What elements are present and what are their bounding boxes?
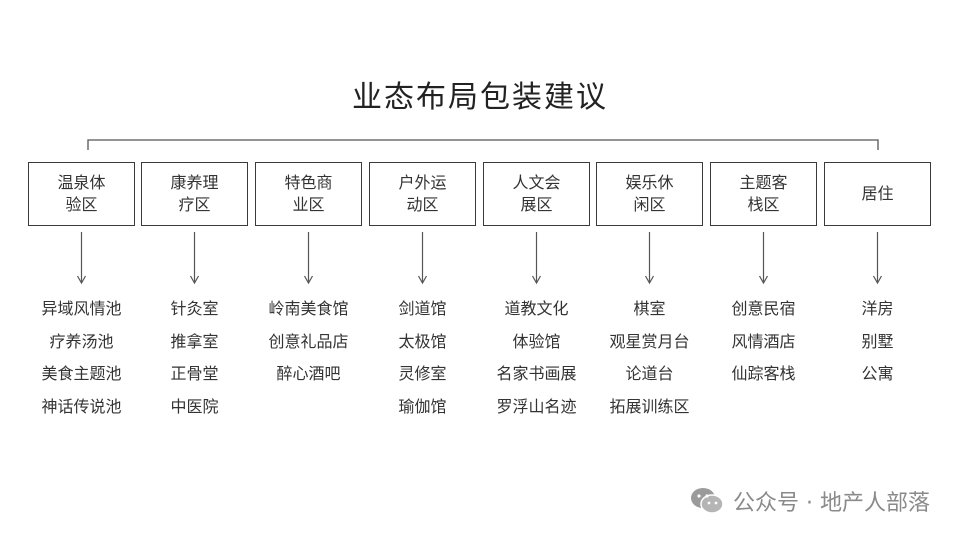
- arrow-head: [644, 275, 655, 285]
- list-item: 公寓: [861, 364, 894, 383]
- list-item: 创意民宿: [731, 299, 796, 318]
- list-item: 风情酒店: [731, 331, 796, 351]
- list-item: 别墅: [861, 331, 894, 351]
- watermark-text: 公众号 · 地产人部落: [733, 491, 930, 516]
- zone-list-2: 针灸室推拿室正骨堂中医院: [135, 293, 255, 423]
- zone-list-6: 棋室观星赏月台论道台拓展训练区: [590, 293, 710, 423]
- list-item: 醉心酒吧: [276, 364, 341, 383]
- zone-label: 康养理疗区: [170, 173, 219, 214]
- list-item: 正骨堂: [170, 364, 219, 383]
- list-item: 岭南美食馆: [268, 299, 349, 318]
- list-item: 观星赏月台: [609, 331, 690, 351]
- list-item: 美食主题池: [41, 364, 122, 383]
- zone-box-3: 特色商业区: [255, 162, 362, 226]
- list-item: 针灸室: [170, 299, 219, 318]
- arrow-group: [76, 232, 883, 285]
- arrow-head: [872, 275, 883, 285]
- zone-list-1: 异域风情池疗养汤池美食主题池神话传说池: [22, 293, 142, 423]
- list-item: 太极馆: [398, 331, 447, 351]
- zone-list-5: 道教文化体验馆名家书画展罗浮山名迹: [477, 293, 597, 423]
- arrow-head: [531, 275, 542, 285]
- zone-box-7: 主题客栈区: [710, 162, 817, 226]
- arrow-head: [758, 275, 769, 285]
- zone-list-8: 洋房别墅公寓: [818, 293, 938, 391]
- arrow-head: [76, 275, 87, 285]
- list-item: 拓展训练区: [609, 396, 690, 416]
- wechat-icon: [691, 488, 724, 514]
- list-item: 道教文化: [504, 299, 569, 318]
- page-title: 业态布局包装建议: [352, 80, 608, 115]
- zone-label: 特色商业区: [284, 173, 333, 214]
- zone-list-4: 剑道馆太极馆灵修室瑜伽馆: [363, 293, 483, 423]
- zone-box-5: 人文会展区: [483, 162, 590, 226]
- bracket-line: [87, 139, 879, 150]
- list-item: 神话传说池: [41, 396, 122, 416]
- zone-box-4: 户外运动区: [369, 162, 476, 226]
- arrow-head: [417, 275, 428, 285]
- list-item: 创意礼品店: [268, 331, 349, 351]
- zone-list-7: 创意民宿风情酒店仙踪客栈: [704, 293, 824, 391]
- zone-box-1: 温泉体验区: [28, 162, 135, 226]
- zone-box-2: 康养理疗区: [141, 162, 248, 226]
- zone-box-6: 娱乐休闲区: [596, 162, 703, 226]
- list-item: 灵修室: [398, 364, 447, 383]
- list-item: 中医院: [170, 396, 219, 416]
- zone-label: 主题客栈区: [739, 173, 788, 214]
- zone-label: 户外运动区: [398, 173, 447, 214]
- arrow-head: [303, 275, 314, 285]
- arrow-head: [189, 275, 200, 285]
- list-item: 棋室: [633, 299, 666, 318]
- zone-label: 娱乐休闲区: [625, 173, 674, 214]
- list-item: 异域风情池: [41, 299, 122, 318]
- zone-box-8: 居住: [824, 162, 931, 226]
- list-item: 剑道馆: [398, 299, 447, 318]
- list-item: 推拿室: [170, 331, 219, 351]
- list-item: 仙踪客栈: [731, 364, 796, 383]
- list-item: 洋房: [861, 299, 894, 318]
- list-item: 名家书画展: [496, 364, 577, 383]
- list-item: 疗养汤池: [49, 331, 114, 351]
- zone-label: 温泉体验区: [57, 173, 106, 214]
- watermark: 公众号 · 地产人部落: [689, 485, 930, 517]
- list-item: 体验馆: [512, 331, 561, 351]
- list-item: 罗浮山名迹: [496, 396, 577, 416]
- zone-label: 人文会展区: [512, 173, 561, 214]
- list-item: 瑜伽馆: [398, 396, 447, 416]
- zone-list-3: 岭南美食馆创意礼品店醉心酒吧: [249, 293, 369, 391]
- list-item: 论道台: [625, 364, 674, 383]
- zone-label: 居住: [861, 184, 894, 203]
